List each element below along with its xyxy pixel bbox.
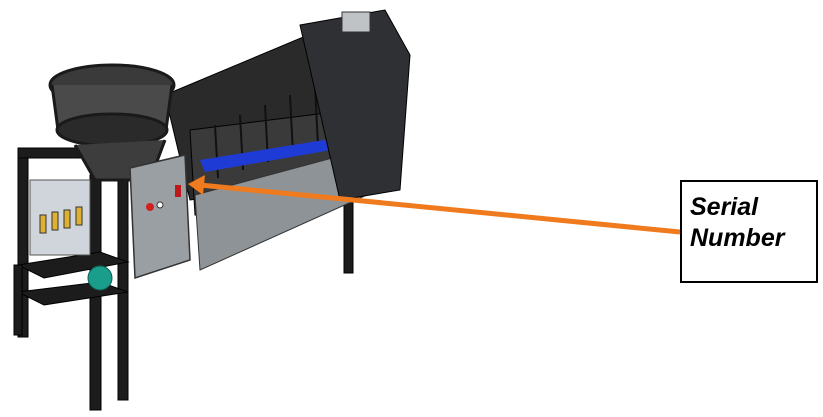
serial-number-callout: Serial Number — [680, 180, 818, 283]
control-panel-box — [129, 154, 191, 280]
callout-line-1: Serial — [690, 193, 759, 221]
drive-motor — [87, 265, 113, 291]
callout-label: Serial Number — [690, 192, 784, 254]
valve-icon — [51, 211, 59, 231]
callout-arrow — [188, 175, 681, 235]
stop-button-icon — [146, 203, 154, 211]
frame-lower-rail — [16, 281, 129, 306]
frame-base-rail — [16, 251, 130, 279]
support-frame — [13, 147, 354, 411]
serial-number-label-icon — [175, 185, 181, 197]
drum-rib — [289, 94, 294, 155]
valve-assembly — [29, 179, 91, 256]
intake-hopper — [48, 63, 176, 182]
frame-foot-left — [13, 264, 23, 336]
callout-line-2: Number — [690, 224, 785, 252]
end-housing — [299, 9, 411, 201]
drum-rib — [314, 84, 319, 147]
motor-icon — [87, 265, 113, 291]
housing-vent-icon — [341, 11, 371, 33]
drum-blue-stripe — [200, 135, 360, 172]
valve-icon — [63, 209, 71, 229]
arrow-line — [199, 182, 681, 235]
valve-icon — [39, 214, 47, 234]
control-panel — [129, 154, 191, 280]
indicator-light-icon — [156, 201, 164, 209]
valve-icon — [75, 206, 83, 226]
arrow-head-icon — [188, 175, 205, 195]
housing-block — [299, 9, 411, 201]
